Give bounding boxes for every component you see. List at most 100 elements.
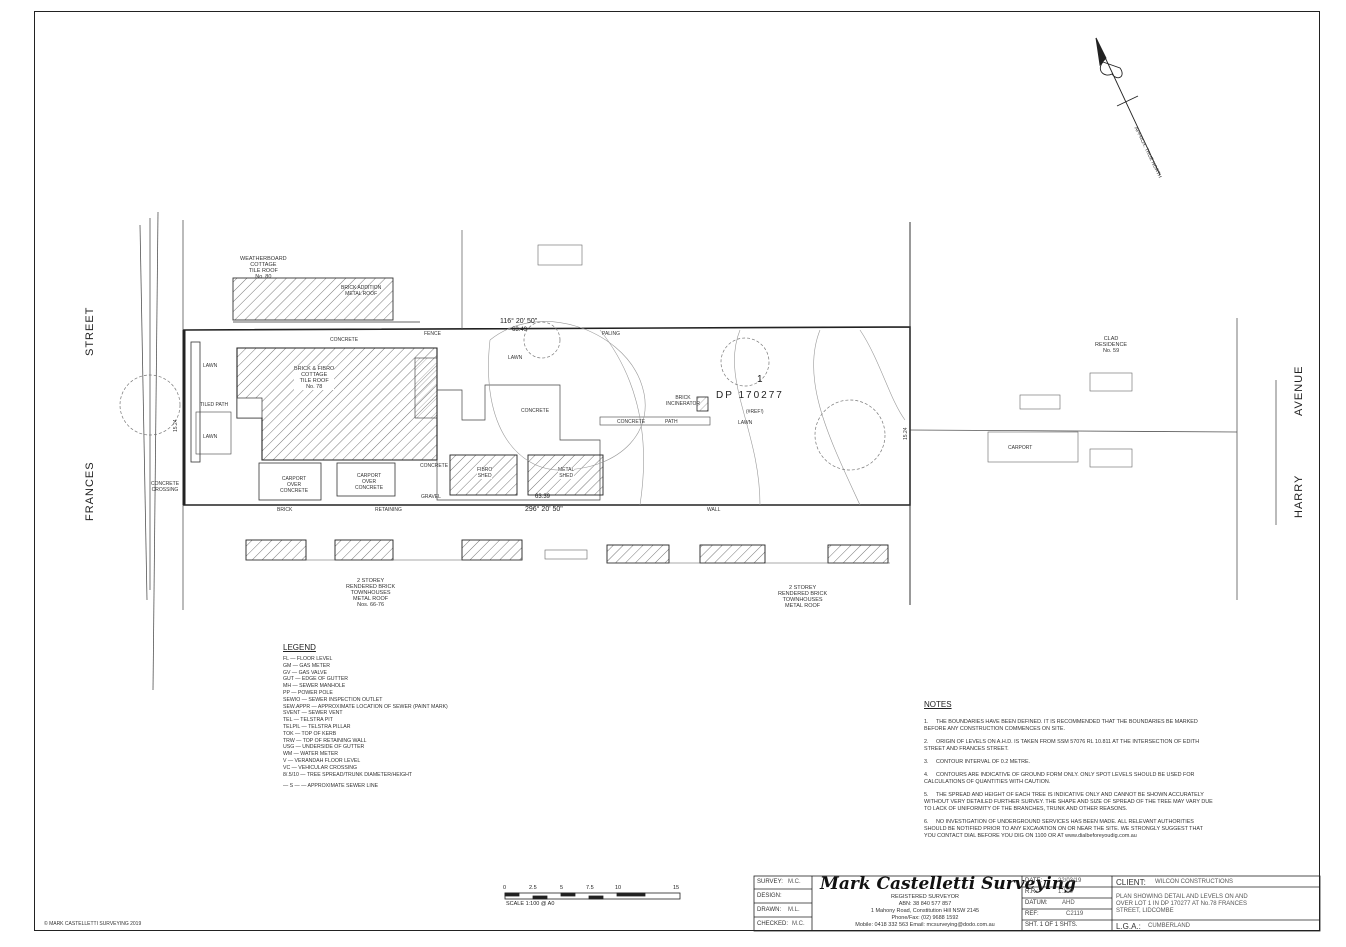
tb-datum-label: DATUM: <box>1025 900 1048 906</box>
metal-shed <box>527 454 604 496</box>
distance-left: 15.24 <box>173 419 179 432</box>
paling-label: PALING <box>602 331 620 337</box>
wall-label: WALL <box>707 507 721 513</box>
legend-item: USG — UNDERSIDE OF GUTTER <box>283 744 365 751</box>
note-item: 2.ORIGIN OF LEVELS ON A.H.D. IS TAKEN FR… <box>924 739 1200 752</box>
notes-title: NOTES <box>924 700 952 709</box>
copyright: © MARK CASTELLETTI SURVEYING 2019 <box>44 921 142 927</box>
street-name-bottom: FRANCES <box>84 461 96 521</box>
concrete-crossing-label: CONCRETE CROSSING <box>150 481 180 493</box>
tb-lga-label: L.G.A.: <box>1116 922 1141 931</box>
legend-item: GV — GAS VALVE <box>283 669 327 676</box>
legend-item: PP — POWER POLE <box>283 689 333 696</box>
legend-item: GUT — EDGE OF GUTTER <box>283 676 349 683</box>
legend-item: GM — GAS METER <box>283 662 330 669</box>
concrete-label-4: CONCRETE <box>617 419 646 425</box>
legend-item: SEWIO — SEWER INSPECTION OUTLET <box>283 696 383 703</box>
legend-item: SEW.APPR — APPROXIMATE LOCATION OF SEWER… <box>283 703 448 710</box>
tb-datum-value: AHD <box>1062 900 1075 906</box>
brick-label: BRICK <box>277 507 293 513</box>
drawing-frame <box>34 11 1320 931</box>
north-neighbour-building <box>232 277 394 321</box>
legend-item: TEL — TELSTRA PIT <box>283 717 333 724</box>
legend-list: FL — FLOOR LEVEL GM — GAS METER GV — GAS… <box>283 656 448 790</box>
legend-item: TELPIL — TELSTRA PILLAR <box>283 723 351 730</box>
tb-survey-label: SURVEY: <box>757 879 783 885</box>
legend-item: TRW — TOP OF RETAINING WALL <box>283 737 367 744</box>
north-arrow-icon <box>1095 37 1161 176</box>
legend-item: WM — WATER METER <box>283 751 339 758</box>
lot-area: (#REF!) <box>746 409 764 415</box>
avenue-name-top: AVENUE <box>1293 365 1305 416</box>
distance-bottom: 63.39 <box>535 494 551 500</box>
lawn-label-4: LAWN <box>738 420 753 426</box>
note-item: 6.NO INVESTIGATION OF UNDERGROUND SERVIC… <box>924 819 1203 839</box>
scale-tick: 0 <box>503 885 507 891</box>
note-item: 1.THE BOUNDARIES HAVE BEEN DEFINED. IT I… <box>924 719 1198 732</box>
gravel-label: GRAVEL <box>421 494 441 500</box>
firm-name: Mark Castelletti Surveying <box>820 874 1076 894</box>
lot-number: 1 <box>757 374 765 385</box>
legend-sewer-line: — S — — APPROXIMATE SEWER LINE <box>283 783 379 790</box>
legend-item: FL — FLOOR LEVEL <box>283 656 333 662</box>
legend-item: 8/.5/10 — TREE SPREAD/TRUNK DIAMETER/HEI… <box>283 771 413 778</box>
note-item: 4.CONTOURS ARE INDICATIVE OF GROUND FORM… <box>924 772 1195 785</box>
scale-label: SCALE 1:100 @ A0 <box>506 901 555 907</box>
firm-details: REGISTERED SURVEYOR ABN: 38 840 577 857 … <box>855 894 995 928</box>
lot-dp: DP 170277 <box>716 390 784 401</box>
tb-checked-value: M.C. <box>792 921 805 927</box>
tb-rr-value: 1:100 <box>1058 889 1074 895</box>
tb-date-label: DATE: <box>1025 878 1043 884</box>
bearing-bottom: 296° 20' 50" <box>525 506 563 513</box>
carport-1 <box>258 462 322 501</box>
note-item: 3.CONTOUR INTERVAL OF 0.2 METRE. <box>924 759 1031 765</box>
legend-title: LEGEND <box>283 643 316 652</box>
lawn-label-3: LAWN <box>508 355 523 361</box>
tb-ref-label: REF: <box>1025 911 1039 917</box>
concrete-label-3: CONCRETE <box>420 463 449 469</box>
tb-ref-value: C2119 <box>1066 911 1084 917</box>
tb-lga-value: CUMBERLAND <box>1148 923 1191 929</box>
avenue-name-bottom: HARRY <box>1293 474 1305 518</box>
notes-list: 1.THE BOUNDARIES HAVE BEEN DEFINED. IT I… <box>924 719 1214 840</box>
title-block-grid <box>753 875 1321 932</box>
tb-sheet: SHT. 1 OF 1 SHTS. <box>1025 922 1078 928</box>
tb-checked-label: CHECKED: <box>757 921 789 927</box>
note-item: 5.THE SPREAD AND HEIGHT OF EACH TREE IS … <box>924 792 1213 812</box>
concrete-label-1: CONCRETE <box>330 337 359 343</box>
incinerator <box>696 396 709 412</box>
fence-label: FENCE <box>424 331 441 337</box>
lawn-label-1: LAWN <box>203 363 218 369</box>
scale-tick: 10 <box>615 885 622 891</box>
frances-street-lines <box>139 211 184 691</box>
distance-top: 63.49 <box>512 327 528 333</box>
tb-design-label: DESIGN: <box>757 893 782 899</box>
fibro-shed <box>449 454 518 496</box>
legend-item: MH — SEWER MANHOLE <box>283 683 346 690</box>
legend-item: VC — VEHICULAR CROSSING <box>283 764 358 771</box>
carport-label: CARPORT <box>1008 445 1033 451</box>
scale-tick: 15 <box>673 885 680 891</box>
scale-bar <box>504 892 681 900</box>
scale-tick: 7.5 <box>586 885 594 891</box>
carport-2 <box>336 462 396 497</box>
tiled-path-label: TILED PATH <box>200 402 229 408</box>
tb-client-label: CLIENT: <box>1116 878 1146 887</box>
legend-item: TOK — TOP OF KERB <box>283 730 337 737</box>
scale-tick: 5 <box>560 885 564 891</box>
legend-item: V — VERANDAH FLOOR LEVEL <box>283 757 361 764</box>
tree-canopies <box>119 321 886 471</box>
main-house <box>236 347 438 461</box>
tb-date-value: 22/03/19 <box>1058 878 1082 884</box>
path-label: PATH <box>665 419 678 425</box>
